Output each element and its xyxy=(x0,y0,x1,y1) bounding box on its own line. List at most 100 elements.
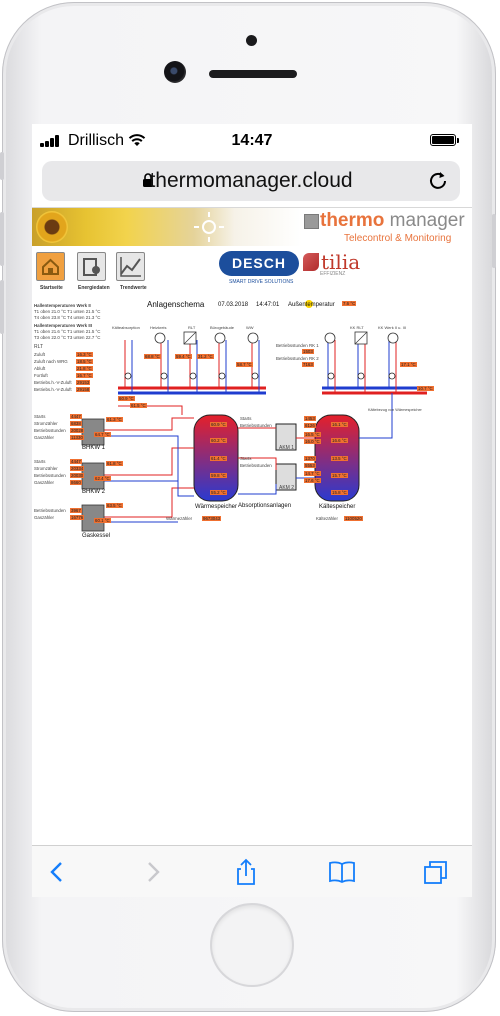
rlt-value: 18.5 °C xyxy=(76,359,93,364)
cold-consumer-label: KK Werk II u. III xyxy=(378,325,406,330)
nav-label-energiedaten: Energiedaten xyxy=(78,285,110,291)
heat-storage-temp: 55.2 °C xyxy=(210,490,227,495)
back-icon[interactable] xyxy=(44,858,72,886)
wifi-icon xyxy=(128,134,146,146)
kessel-label-hours: Betriebsstunden xyxy=(34,508,66,513)
hall-w2-line2: T4 oben 23.8 °C T4 unten 21.3 °C xyxy=(34,315,101,320)
akm1-hours-label: Betriebsstunden xyxy=(240,423,272,428)
share-icon[interactable] xyxy=(232,858,260,886)
heat-storage-temp: 59.8 °C xyxy=(210,473,227,478)
cold-storage-name: Kältespeicher xyxy=(319,504,356,510)
bhkw2-label-hours: Betriebsstunden xyxy=(34,473,66,478)
volume-down-button xyxy=(0,280,4,334)
brand-tagline: Telecontrol & Monitoring xyxy=(344,233,452,244)
akm2-hours-label: Betriebsstunden xyxy=(240,463,272,468)
schema-time: 14:47:01 xyxy=(256,302,280,308)
bhkw2-gas: 8660 xyxy=(70,480,82,485)
rlt-value: 21.8 °C xyxy=(76,366,93,371)
hall-w3-line2: T3 oben 22.0 °C T3 unten 22.7 °C xyxy=(34,335,101,340)
akm2-hours: 5553 xyxy=(304,463,316,468)
screen: Drillisch 14:47 thermomanager.cloud xyxy=(32,124,472,897)
rlt-label: Abluft xyxy=(34,366,46,371)
consumer-temp: 58.7 °C xyxy=(236,362,253,367)
akm1-temp-1: 16.5 °C xyxy=(304,432,321,437)
heat-line-temp: 60.9 °C xyxy=(118,396,135,401)
proximity-sensor xyxy=(246,35,257,46)
bookmarks-icon[interactable] xyxy=(328,858,356,886)
consumer-label: RLT xyxy=(188,325,196,330)
cold-supply-temp: 10.7 °C xyxy=(417,386,434,391)
cold-consumer-label: KK RLT xyxy=(350,325,364,330)
akm2-temp-2: 17.6 °C xyxy=(304,478,321,483)
site-banner: thermo manager Telecontrol & Monitoring xyxy=(32,208,472,246)
akm2-starts: 1370 xyxy=(304,456,316,461)
akm2-label: AKM 2 xyxy=(279,485,295,491)
consumer-label: Kälteabsorption xyxy=(112,325,140,330)
brand-name[interactable]: thermo manager xyxy=(320,210,465,232)
web-content: thermo manager Telecontrol & Monitoring … xyxy=(32,208,472,845)
akm1-hours: 6126 xyxy=(304,423,316,428)
sunflower-icon xyxy=(36,211,68,243)
schema-title: Anlagenschema xyxy=(147,300,205,309)
hall-w2-line1: T1 oben 21.0 °C T1 unten 21.5 °C xyxy=(34,309,101,314)
heat-storage-temp: 61.4 °C xyxy=(210,456,227,461)
reload-icon[interactable] xyxy=(426,169,450,193)
nav-startseite-button[interactable] xyxy=(36,252,65,281)
carrier-name: Drillisch xyxy=(68,132,124,149)
consumer-temp: 59.4 °C xyxy=(175,354,192,359)
hall-w3-line1: T1 oben 21.6 °C T1 unten 21.5 °C xyxy=(34,329,101,334)
bhkw2-meter: 20334 xyxy=(70,466,85,471)
hall-w2-title: Hallentemperaturen Werk II xyxy=(34,303,91,308)
bhkw2-temp-1: 61.8 °C xyxy=(106,461,123,466)
bhkw2-label-meter: Stromzähler xyxy=(34,466,58,471)
consumer-label: Bürogebäude xyxy=(210,325,235,330)
consumer-label: WW xyxy=(246,325,254,330)
rlt-label: Zuluft nach WRG xyxy=(34,359,68,364)
bhkw1-hours: 20028 xyxy=(70,428,85,433)
bhkw2-hours: 20030 xyxy=(70,473,85,478)
bhkw1-name: BHKW 1 xyxy=(82,445,106,451)
rlt-title: RLT xyxy=(34,344,44,350)
heat-meter-value: 9673043 xyxy=(202,516,222,521)
desch-logo: DESCH xyxy=(219,251,299,276)
bhkw2-starts: 4447 xyxy=(70,459,82,464)
rlt-label: Zuluft xyxy=(34,352,45,357)
rlt-label: Fortluft xyxy=(34,373,48,378)
cold-runtime-1-label: Betriebsstunden RK 1 xyxy=(276,343,319,348)
rlt-value: 16.7 °C xyxy=(76,373,93,378)
outside-temp-label: Außentemperatur xyxy=(288,302,335,308)
bhkw2-label-gas: Gaszähler xyxy=(34,480,55,485)
akm1-starts-label: Starts xyxy=(240,416,252,421)
plant-schema: Anlagenschema 07.03.2018 14:47:01 Außent… xyxy=(32,298,472,548)
absorption-name: Absorptionsanlagen xyxy=(238,503,292,509)
akm2-temp-1: 14.7 °C xyxy=(304,471,321,476)
forward-icon[interactable] xyxy=(138,858,166,886)
desch-tagline: SMART DRIVE SOLUTIONS xyxy=(229,279,294,285)
heat-meter-label: Wärmezähler xyxy=(166,516,193,521)
tabs-icon[interactable] xyxy=(422,858,450,886)
schema-date: 07.03.2018 xyxy=(218,302,249,308)
power-button xyxy=(492,214,496,268)
kessel-gas: 16776 xyxy=(70,515,85,520)
home-button[interactable] xyxy=(212,905,292,985)
address-bar[interactable]: thermomanager.cloud xyxy=(42,161,460,201)
rlt-label: Betriebs.h.-V-Zuluft xyxy=(34,380,72,385)
brand-thermo: thermo xyxy=(320,210,385,231)
sun-icon xyxy=(194,212,224,242)
bhkw2-label-starts: Starts xyxy=(34,459,46,464)
cold-temp: 17.1 °C xyxy=(400,362,417,367)
rlt-value: 29158 xyxy=(76,387,91,392)
heat-storage-temp: 60.9 °C xyxy=(210,422,227,427)
consumer-temp: 31.2 °C xyxy=(197,354,214,359)
status-time: 14:47 xyxy=(231,132,273,149)
brand-manager: manager xyxy=(384,210,465,231)
nav-trendwerte-button[interactable] xyxy=(116,252,145,281)
nav-energiedaten-button[interactable] xyxy=(77,252,106,281)
kessel-temp-1: 63.5 °C xyxy=(106,503,123,508)
akm1-label: AKM 1 xyxy=(279,445,295,451)
bhkw2-temp-2: 62.4 °C xyxy=(94,476,111,481)
bhkw1-label-meter: Stromzähler xyxy=(34,421,58,426)
bhkw1-label-starts: Starts xyxy=(34,414,46,419)
consumer-label: Heizkreis xyxy=(150,325,167,330)
